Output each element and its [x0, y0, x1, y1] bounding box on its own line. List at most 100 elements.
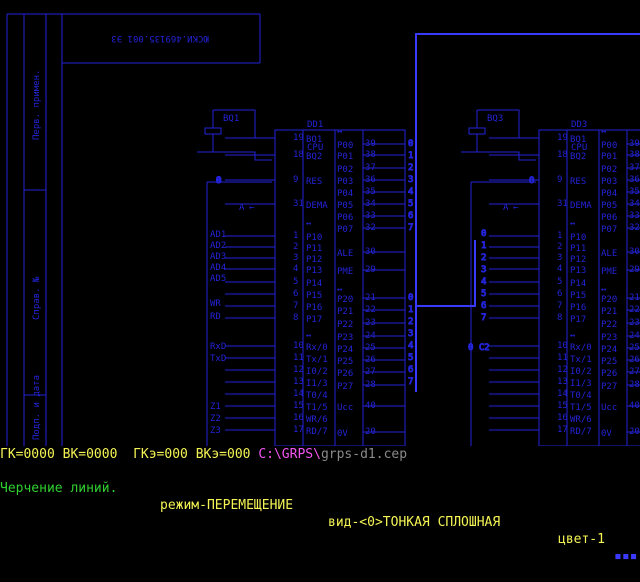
bus-number: 0	[216, 176, 221, 186]
pin-name: P04	[601, 189, 617, 199]
status-bar: ГК=0000 ВК=0000 ГКэ=000 ВКэ=000 C:\GRPS\…	[0, 446, 640, 564]
bus-number: 7	[408, 377, 413, 387]
signal-label: TxD	[210, 354, 226, 364]
bus-number: 1	[481, 241, 486, 251]
vke-value: 000	[227, 447, 251, 462]
pin-name: P13	[306, 266, 322, 276]
bus-number: 0	[216, 176, 221, 186]
pin-name: P21	[337, 307, 353, 317]
cursor-info-line: ГК=0000 ВК=0000 ГКэ=000 ВКэ=000 C:\GRPS\…	[0, 446, 640, 463]
pin-name: P16	[570, 303, 586, 313]
crystal-wire	[213, 109, 272, 139]
pin-name: P21	[601, 307, 617, 317]
bus-number: 6	[408, 365, 413, 375]
color-text: цвет-1	[558, 532, 605, 547]
highlighted-wire[interactable]	[415, 33, 640, 392]
pin-number: 2	[293, 242, 298, 252]
crystal-lead	[461, 134, 478, 153]
pin-number: 3	[557, 253, 562, 263]
chip-symbols: BQ1DD1CPUBQ119BQ218RES9DEMA31↔P101P112P1…	[197, 109, 640, 446]
pin-name: T0/4	[570, 391, 592, 401]
arrow-icon: ←	[249, 203, 255, 213]
signal-label: Z2	[210, 414, 221, 424]
pin-name: Ucc	[601, 403, 617, 413]
pin-number: 2	[557, 242, 562, 252]
bus-number: 6	[481, 301, 486, 311]
pin-name: P26	[601, 369, 617, 379]
pin-name: ↔	[337, 285, 343, 295]
pin-name: P05	[601, 201, 617, 211]
pin-name: Rx/0	[306, 343, 328, 353]
pin-name: ALE	[337, 249, 353, 259]
pin-name: Rx/0	[570, 343, 592, 353]
bus-number: 1	[408, 305, 413, 315]
crystal-lead	[197, 134, 214, 153]
path-directory: C:\GRPS\	[250, 447, 321, 462]
left-chip-symbol: BQ1DD1CPUBQ119BQ218RES9DEMA31↔P101P112P1…	[197, 109, 406, 446]
pin-name: BQ2	[306, 152, 322, 162]
gk-label: ГК=	[0, 447, 24, 462]
pin-name: T1/5	[570, 403, 592, 413]
file-name: grps-d1.cep	[320, 447, 408, 462]
pin-number: 10	[293, 341, 304, 351]
signal-label: AD2	[210, 241, 226, 251]
pin-name: Ucc	[337, 403, 353, 413]
pin-name: Tx/1	[570, 355, 592, 365]
pin-name: ↔	[601, 285, 607, 295]
pin-number: 17	[293, 425, 304, 435]
crystal-ref: BQ1	[223, 114, 239, 124]
bus-number: 0	[216, 176, 221, 186]
pin-number: 18	[557, 150, 568, 160]
pin-name: P27	[601, 382, 617, 392]
chip-body	[538, 129, 640, 446]
pin-name: P12	[306, 255, 322, 265]
bus-number: 0	[216, 176, 221, 186]
pin-name: P06	[601, 213, 617, 223]
pin-number: 3	[293, 253, 298, 263]
crystal-wire	[213, 151, 272, 161]
pin-name: P14	[306, 279, 322, 289]
bus-label: 0 C2	[468, 343, 490, 353]
signal-label: AD4	[210, 263, 226, 273]
pin-name: WR/6	[306, 415, 328, 425]
vk-value: 0000	[86, 447, 118, 462]
pin-name: PME	[337, 267, 353, 277]
schematic-canvas[interactable]: ЮСКИ.469135.001 ЭЗ Перв. примен. Справ. …	[0, 0, 640, 446]
gke-label: ГКэ=	[117, 447, 165, 462]
arrow-label: A	[239, 203, 245, 213]
pin-number: 9	[557, 175, 562, 185]
pin-name: BQ2	[570, 152, 586, 162]
pin-name: P02	[337, 165, 353, 175]
pin-name: ↔	[306, 331, 312, 341]
chip-body	[274, 129, 406, 446]
pin-name: WR/6	[570, 415, 592, 425]
bus-number: 5	[408, 353, 413, 363]
bus-number: 2	[408, 317, 413, 327]
signal-label: RD	[210, 312, 221, 322]
bus-number: 0	[216, 176, 221, 186]
crystal-wire	[477, 151, 536, 161]
pin-number: 18	[293, 150, 304, 160]
pin-name: RES	[570, 177, 586, 187]
arrow-label: A	[503, 203, 509, 213]
vke-label: ВКэ=	[187, 447, 228, 462]
pin-number: 19	[557, 133, 568, 143]
pin-name: RD/7	[570, 427, 592, 437]
right-chip-symbol: BQ3DD3CPUBQ119BQ218RES9DEMA31↔P101P112P1…	[461, 109, 640, 446]
arrow-icon: ←	[513, 203, 519, 213]
bus-number: 2	[481, 253, 486, 263]
signal-label: AD5	[210, 274, 226, 284]
pin-number: 6	[293, 289, 298, 299]
pin-name: RD/7	[306, 427, 328, 437]
pin-name: 0V	[601, 429, 612, 439]
bus-number: 3	[408, 175, 413, 185]
chip-cpu-label: CPU	[307, 143, 323, 153]
view-text: вид-<0>ТОНКАЯ СПЛОШНАЯ	[328, 515, 501, 530]
pin-number: 7	[557, 301, 562, 311]
bus-number: 0	[216, 176, 221, 186]
bus-number: 0	[408, 139, 413, 149]
pin-name: P17	[570, 315, 586, 325]
pin-number: 5	[557, 277, 562, 287]
pin-name: 0V	[337, 429, 348, 439]
